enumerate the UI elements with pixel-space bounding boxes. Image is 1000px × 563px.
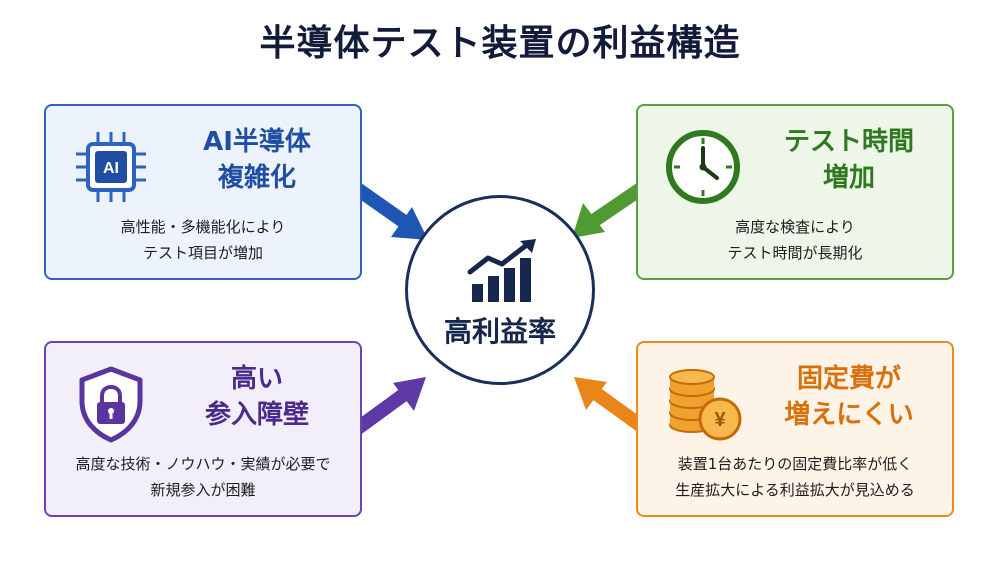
card-description: 高度な検査により テスト時間が長期化 bbox=[644, 214, 946, 266]
clock-icon bbox=[662, 126, 744, 208]
card-description: 高度な技術・ノウハウ・実績が必要で 新規参入が困難 bbox=[52, 451, 354, 503]
card-heading: テスト時間 増加 bbox=[756, 124, 942, 196]
card-heading: 固定費が 増えにくい bbox=[756, 361, 942, 433]
desc-line-2: 新規参入が困難 bbox=[150, 481, 256, 499]
coins-yen-icon: ¥ bbox=[662, 363, 744, 445]
heading-line-2: 複雑化 bbox=[217, 163, 296, 193]
heading-line-1: テスト時間 bbox=[783, 127, 914, 157]
desc-line-2: 生産拡大による利益拡大が見込める bbox=[675, 481, 915, 499]
card-description: 装置1台あたりの固定費比率が低く 生産拡大による利益拡大が見込める bbox=[644, 451, 946, 503]
card-entry-barrier: 高い 参入障壁 高度な技術・ノウハウ・実績が必要で 新規参入が困難 bbox=[44, 341, 362, 517]
heading-line-1: 高い bbox=[230, 364, 283, 394]
center-circle-high-margin: 高利益率 bbox=[405, 195, 595, 385]
desc-line-1: 高性能・多機能化により bbox=[120, 218, 286, 236]
bar-chart-up-icon bbox=[466, 238, 540, 304]
heading-line-2: 参入障壁 bbox=[204, 400, 309, 430]
heading-line-1: 固定費が bbox=[796, 364, 901, 394]
shield-lock-icon bbox=[70, 363, 152, 445]
card-ai-complexity: AI AI半導体 複雑化 高性能・多機能化により テスト項目が増加 bbox=[44, 104, 362, 280]
desc-line-2: テスト時間が長期化 bbox=[727, 244, 863, 262]
ai-chip-label: AI bbox=[103, 160, 119, 177]
card-heading: AI半導体 複雑化 bbox=[164, 124, 350, 196]
card-test-time: テスト時間 増加 高度な検査により テスト時間が長期化 bbox=[636, 104, 954, 280]
heading-line-1: AI半導体 bbox=[203, 127, 311, 157]
card-heading: 高い 参入障壁 bbox=[164, 361, 350, 433]
ai-chip-icon: AI bbox=[70, 126, 152, 208]
card-fixed-cost: ¥ 固定費が 増えにくい 装置1台あたりの固定費比率が低く 生産拡大による利益拡… bbox=[636, 341, 954, 517]
arrow-bottom-left bbox=[353, 377, 426, 434]
page-title: 半導体テスト装置の利益構造 bbox=[259, 23, 741, 64]
heading-line-2: 増加 bbox=[822, 163, 875, 193]
yen-symbol: ¥ bbox=[714, 409, 726, 431]
arrow-bottom-right bbox=[574, 377, 649, 434]
heading-line-2: 増えにくい bbox=[784, 400, 914, 430]
arrow-top-left bbox=[351, 182, 428, 240]
desc-line-1: 高度な技術・ノウハウ・実績が必要で bbox=[75, 455, 331, 473]
center-label: 高利益率 bbox=[443, 315, 556, 348]
desc-line-1: 装置1台あたりの固定費比率が低く bbox=[677, 455, 913, 473]
arrow-top-right bbox=[572, 182, 646, 238]
desc-line-1: 高度な検査により bbox=[735, 218, 855, 236]
card-description: 高性能・多機能化により テスト項目が増加 bbox=[52, 214, 354, 266]
desc-line-2: テスト項目が増加 bbox=[142, 244, 263, 262]
